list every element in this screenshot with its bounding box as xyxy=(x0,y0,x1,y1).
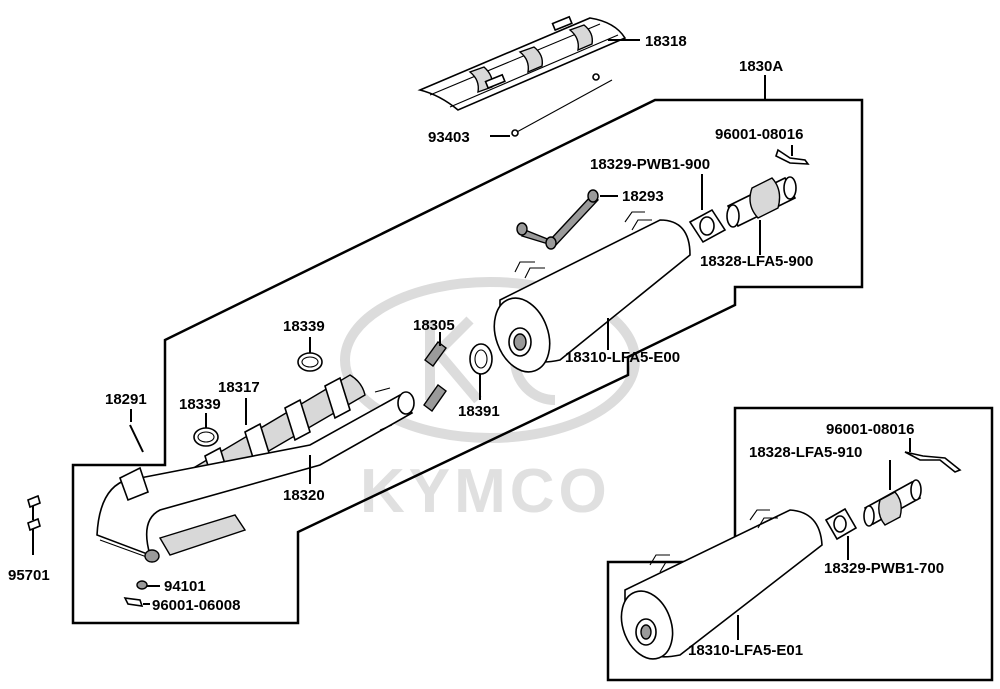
bolt-96001-08016-top xyxy=(775,145,810,165)
bolt-96001-08016-secondary xyxy=(904,438,962,473)
label-93403: 93403 xyxy=(428,129,470,146)
label-18329-pwb1-900: 18329-PWB1-900 xyxy=(590,156,710,173)
clamp-wire-93403 xyxy=(490,73,613,137)
label-18329-pwb1-700: 18329-PWB1-700 xyxy=(824,560,944,577)
label-18310-lfa5-e01: 18310-LFA5-E01 xyxy=(688,642,803,659)
label-18328-lfa5-910: 18328-LFA5-910 xyxy=(749,444,862,461)
label-18293: 18293 xyxy=(622,188,664,205)
label-18339-top: 18339 xyxy=(283,318,325,335)
label-96001-08016-secondary: 96001-08016 xyxy=(826,421,914,438)
pipe-18328-lfa5-900 xyxy=(726,176,797,255)
label-96001-06008: 96001-06008 xyxy=(152,597,240,614)
springs-18305 xyxy=(423,332,447,412)
muffler-18310-lfa5-e01 xyxy=(620,509,823,660)
pin-18291 xyxy=(129,409,144,453)
label-96001-08016-top: 96001-08016 xyxy=(715,126,803,143)
assembly-frame-main xyxy=(71,98,864,625)
label-18339-left: 18339 xyxy=(179,396,221,413)
label-18318: 18318 xyxy=(645,33,687,50)
watermark-text: KYMCO xyxy=(360,457,611,526)
pipe-18328-lfa5-910 xyxy=(863,460,922,527)
label-18320: 18320 xyxy=(283,487,325,504)
label-18328-lfa5-900: 18328-LFA5-900 xyxy=(700,253,813,270)
gasket-18329-pwb1-900 xyxy=(688,174,727,244)
bolt-96001-06008 xyxy=(123,597,150,607)
exhaust-pipe-18320 xyxy=(96,387,415,563)
label-94101: 94101 xyxy=(164,578,206,595)
bracket-18293 xyxy=(516,189,618,250)
label-18310-lfa5-e00: 18310-LFA5-E00 xyxy=(565,349,680,366)
clamp-18339-left xyxy=(193,413,219,447)
clamp-18339-top xyxy=(297,337,323,372)
washer-94101 xyxy=(136,580,160,590)
label-1830a: 1830A xyxy=(739,58,783,75)
label-18291: 18291 xyxy=(105,391,147,408)
label-18391: 18391 xyxy=(458,403,500,420)
gasket-18329-pwb1-700 xyxy=(824,507,858,560)
heat-shield-top xyxy=(417,15,640,111)
label-18305: 18305 xyxy=(413,317,455,334)
bolts-95701 xyxy=(27,494,41,555)
label-18317: 18317 xyxy=(218,379,260,396)
gasket-18391 xyxy=(469,343,493,400)
label-95701: 95701 xyxy=(8,567,50,584)
muffler-18310-lfa5-e00 xyxy=(493,211,691,373)
